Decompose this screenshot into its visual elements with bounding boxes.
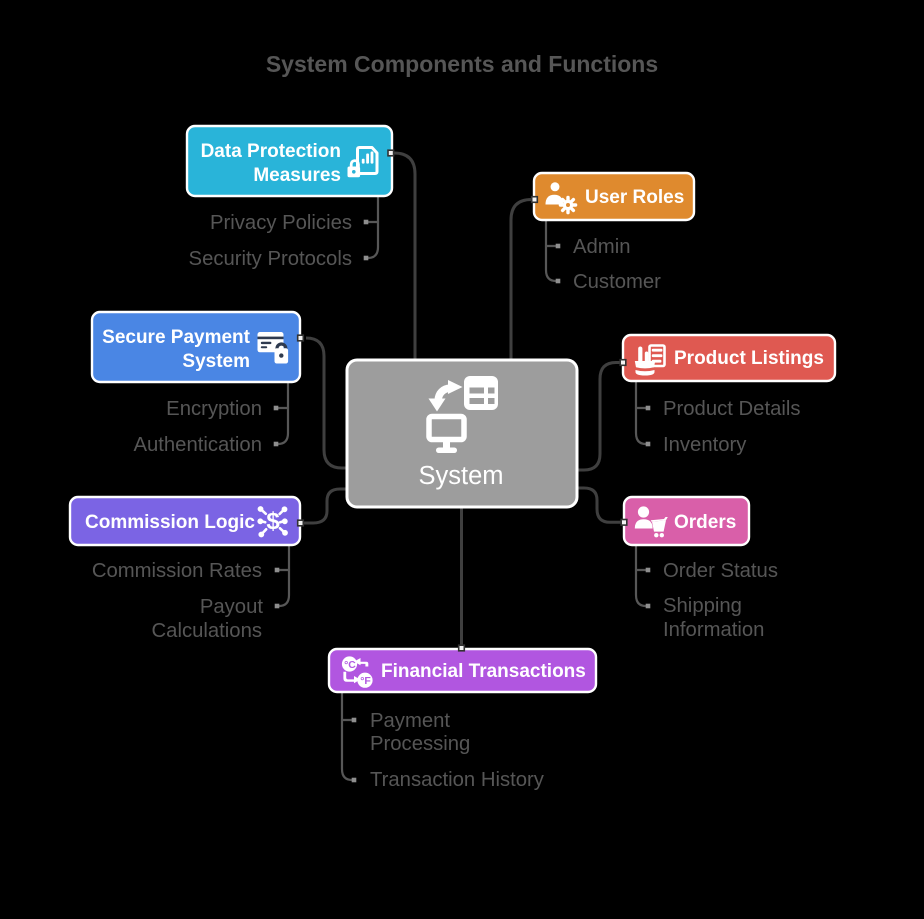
svg-text:Payout: Payout xyxy=(200,596,264,618)
svg-text:°F: °F xyxy=(360,675,371,687)
svg-text:°C: °C xyxy=(344,659,356,671)
svg-text:Customer: Customer xyxy=(573,271,661,293)
svg-text:Authentication: Authentication xyxy=(133,434,262,456)
svg-text:Commission Logic: Commission Logic xyxy=(85,512,255,533)
svg-text:Shipping: Shipping xyxy=(663,595,742,617)
svg-text:Transaction History: Transaction History xyxy=(370,769,545,791)
svg-text:Order Status: Order Status xyxy=(663,560,778,582)
svg-text:$: $ xyxy=(266,508,280,535)
svg-text:Measures: Measures xyxy=(253,165,341,186)
svg-text:Financial Transactions: Financial Transactions xyxy=(381,661,586,682)
svg-text:Commission Rates: Commission Rates xyxy=(92,560,262,582)
svg-text:Secure Payment: Secure Payment xyxy=(102,327,251,348)
svg-text:Information: Information xyxy=(663,619,764,641)
svg-text:Payment: Payment xyxy=(370,710,450,732)
svg-text:Security Protocols: Security Protocols xyxy=(189,248,352,270)
svg-text:Product Listings: Product Listings xyxy=(674,348,824,369)
svg-text:Privacy Policies: Privacy Policies xyxy=(210,212,352,234)
svg-text:Encryption: Encryption xyxy=(166,398,262,420)
svg-text:Admin: Admin xyxy=(573,236,631,258)
svg-text:Calculations: Calculations xyxy=(152,620,262,642)
svg-text:User Roles: User Roles xyxy=(585,187,684,208)
svg-text:System: System xyxy=(182,351,250,372)
svg-text:System: System xyxy=(418,462,503,490)
svg-text:Data Protection: Data Protection xyxy=(201,141,341,162)
svg-text:System Components and Function: System Components and Functions xyxy=(266,51,658,77)
svg-text:Product Details: Product Details xyxy=(663,398,801,420)
svg-text:Orders: Orders xyxy=(674,512,736,533)
svg-text:Inventory: Inventory xyxy=(663,434,747,456)
svg-text:Processing: Processing xyxy=(370,733,470,755)
